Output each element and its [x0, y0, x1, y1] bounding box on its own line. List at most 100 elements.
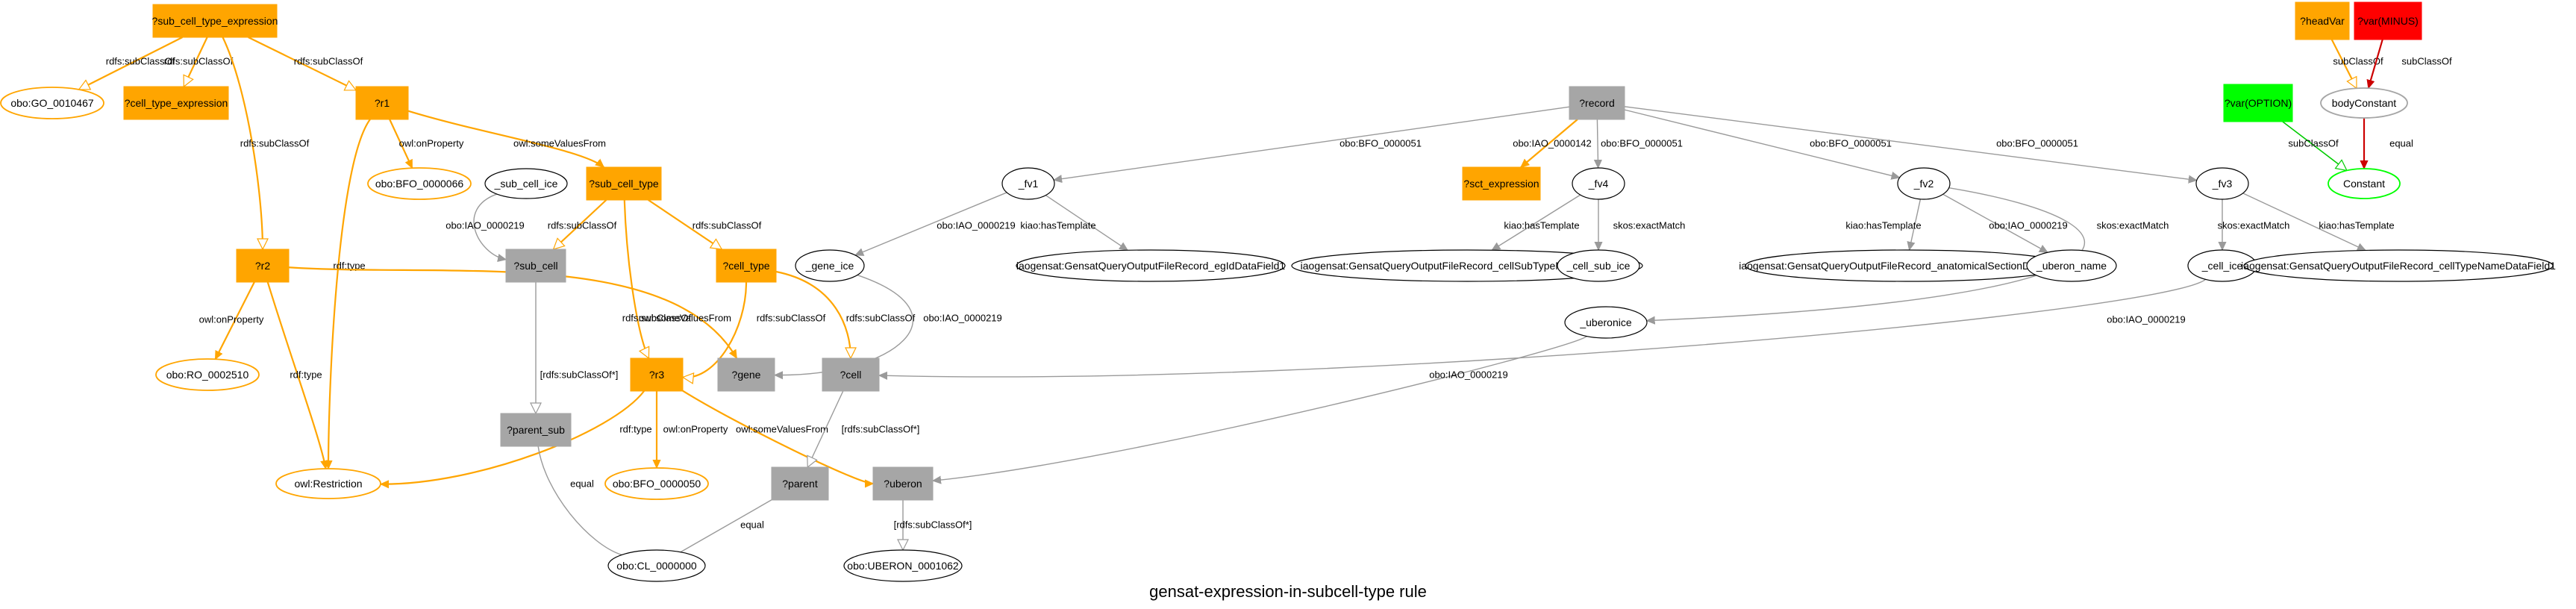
edge-parent-sub-to-cl-0000000: equal — [537, 446, 622, 556]
edge-fv2-to-anat-field: kiao:hasTemplate — [1845, 199, 1922, 250]
node-cell-type: ?cell_type — [716, 249, 777, 283]
edge-line — [879, 278, 2207, 377]
edge-line — [266, 281, 326, 469]
node-shape — [367, 167, 472, 200]
diagram-title: gensat-expression-in-subcell-type rule — [1149, 582, 1427, 601]
edge-r1-to-bfo-0000066: owl:onProperty — [389, 119, 464, 168]
node-cell-sub-ice: _cell_sub_ice — [1557, 249, 1640, 282]
node-celltype-field: iaogensat:GensatQueryOutputFileRecord_ce… — [2241, 249, 2556, 282]
edge-label: subClassOf — [2401, 56, 2452, 67]
node-label: _sub_cell_ice — [494, 178, 558, 190]
node-sub-cell-type: ?sub_cell_type — [586, 166, 662, 201]
edge-sub-cell-type-to-sub-cell: rdfs:subClassOf — [548, 199, 617, 249]
edge-line — [79, 37, 183, 91]
edge-sub-cell-type-expression-to-r2: rdfs:subClassOf — [222, 37, 310, 249]
edge-line — [1045, 195, 1128, 251]
edge-label: obo:IAO_0000219 — [446, 220, 525, 231]
edge-line — [855, 192, 1007, 255]
edge-label: equal — [2389, 138, 2413, 149]
node-shape — [1569, 86, 1625, 120]
edge-line — [328, 119, 371, 469]
edge-label: subClassOf — [2288, 138, 2339, 149]
node-sub-cell-ice: _sub_cell_ice — [484, 168, 568, 199]
edge-fv4-to-cell-sub-ice: skos:exactMatch — [1598, 199, 1685, 250]
node-label: ?cell — [840, 369, 862, 381]
edge-label: kiao:hasTemplate — [2319, 220, 2394, 231]
edge-label: [rdfs:subClassOf*] — [540, 369, 619, 381]
edge-label: skos:exactMatch — [2218, 220, 2290, 231]
node-shape — [795, 249, 865, 282]
node-egid-field: iaogensat:GensatQueryOutputFileRecord_eg… — [1016, 249, 1286, 282]
node-shape — [2354, 1, 2422, 40]
edge-uberon-to-uberon-0001062: [rdfs:subClassOf*] — [894, 500, 972, 550]
node-record: ?record — [1569, 86, 1625, 120]
node-label: _cell_ice — [2201, 260, 2243, 272]
node-shape — [2328, 168, 2401, 199]
edge-fv2-to-uberon-name: obo:IAO_0000219 — [1942, 193, 2068, 253]
edge-label: obo:BFO_0000051 — [1996, 138, 2078, 149]
node-label: obo:BFO_0000050 — [613, 478, 701, 490]
node-shape — [1016, 249, 1286, 282]
edge-var-option-to-constant: subClassOf — [2282, 121, 2347, 170]
node-label: Constant — [2343, 178, 2385, 190]
edge-uberonice-to-uberon: obo:IAO_0000219 — [933, 336, 1587, 481]
edge-sub-cell-type-expression-to-r1: rdfs:subClassOf — [248, 37, 363, 91]
edge-line — [2369, 39, 2383, 88]
edge-label: rdfs:subClassOf — [548, 220, 617, 231]
node-bfo-0000066: obo:BFO_0000066 — [367, 167, 472, 200]
edge-label: rdf:type — [290, 369, 322, 381]
node-label: iaogensat:GensatQueryOutputFileRecord_an… — [1739, 260, 2073, 272]
node-label: ?parent_sub — [507, 424, 565, 436]
node-label: owl:Restriction — [294, 478, 362, 490]
node-label: ?cell_type_expression — [125, 97, 228, 109]
node-sct-expression: ?sct_expression — [1462, 166, 1541, 201]
node-shape — [2320, 87, 2408, 119]
node-label: _cell_sub_ice — [1566, 260, 1631, 272]
node-cell-type-expression: ?cell_type_expression — [123, 86, 229, 120]
edge-label: rdf:type — [619, 424, 651, 435]
edge-label: rdfs:subClassOf — [164, 56, 234, 67]
edge-fv3-to-cell-ice: skos:exactMatch — [2218, 199, 2290, 250]
edge-label: obo:IAO_0000219 — [923, 313, 1002, 324]
edge-line — [554, 199, 607, 249]
edge-sub-cell-ice-to-sub-cell: obo:IAO_0000219 — [446, 193, 525, 260]
edge-cell-ice-to-cell: obo:IAO_0000219 — [879, 278, 2207, 377]
node-label: obo:GO_0010467 — [10, 97, 94, 109]
edge-label: kiao:hasTemplate — [1020, 220, 1095, 231]
node-fv1: _fv1 — [1001, 167, 1055, 200]
edge-record-to-fv3: obo:BFO_0000051 — [1624, 106, 2197, 181]
edge-line — [1054, 106, 1570, 180]
edge-sub-cell-type-to-r3: rdfs:subClassOf — [622, 199, 692, 358]
node-shape — [1557, 249, 1640, 282]
node-shape — [2243, 249, 2554, 282]
node-label: ?uberon — [884, 478, 922, 490]
edge-headvar-to-bodyconstant: subClassOf — [2330, 39, 2383, 88]
node-shape — [1462, 166, 1541, 201]
node-parent: ?parent — [771, 466, 829, 501]
node-r3: ?r3 — [630, 357, 684, 392]
edge-label: subClassOf — [2333, 56, 2383, 67]
node-label: ?r2 — [255, 260, 270, 272]
node-sub-cell: ?sub_cell — [505, 249, 566, 283]
node-label: ?sub_cell — [513, 260, 557, 272]
edge-line — [473, 193, 506, 260]
edge-line — [537, 446, 622, 556]
node-cell: ?cell — [822, 357, 880, 392]
node-restriction: owl:Restriction — [275, 468, 381, 499]
node-bfo-0000050: obo:BFO_0000050 — [604, 467, 709, 500]
node-fv3: _fv3 — [2195, 167, 2249, 200]
edge-label: skos:exactMatch — [2097, 220, 2169, 231]
edge-cell-type-to-cell: rdfs:subClassOf — [775, 270, 916, 358]
node-shape — [717, 357, 775, 392]
edge-label: owl:onProperty — [663, 424, 728, 435]
node-label: ?r1 — [375, 97, 390, 109]
node-shape — [872, 466, 934, 501]
edge-sub-cell-type-expression-to-cell-type-expression: rdfs:subClassOf — [164, 37, 234, 87]
edge-gene-ice-to-gene: obo:IAO_0000219 — [775, 274, 1002, 375]
node-shape — [771, 466, 829, 501]
node-uberonice: _uberonice — [1564, 306, 1648, 339]
node-label: obo:UBERON_0001062 — [847, 560, 959, 572]
edge-line — [183, 37, 208, 87]
edge-line — [933, 336, 1587, 481]
